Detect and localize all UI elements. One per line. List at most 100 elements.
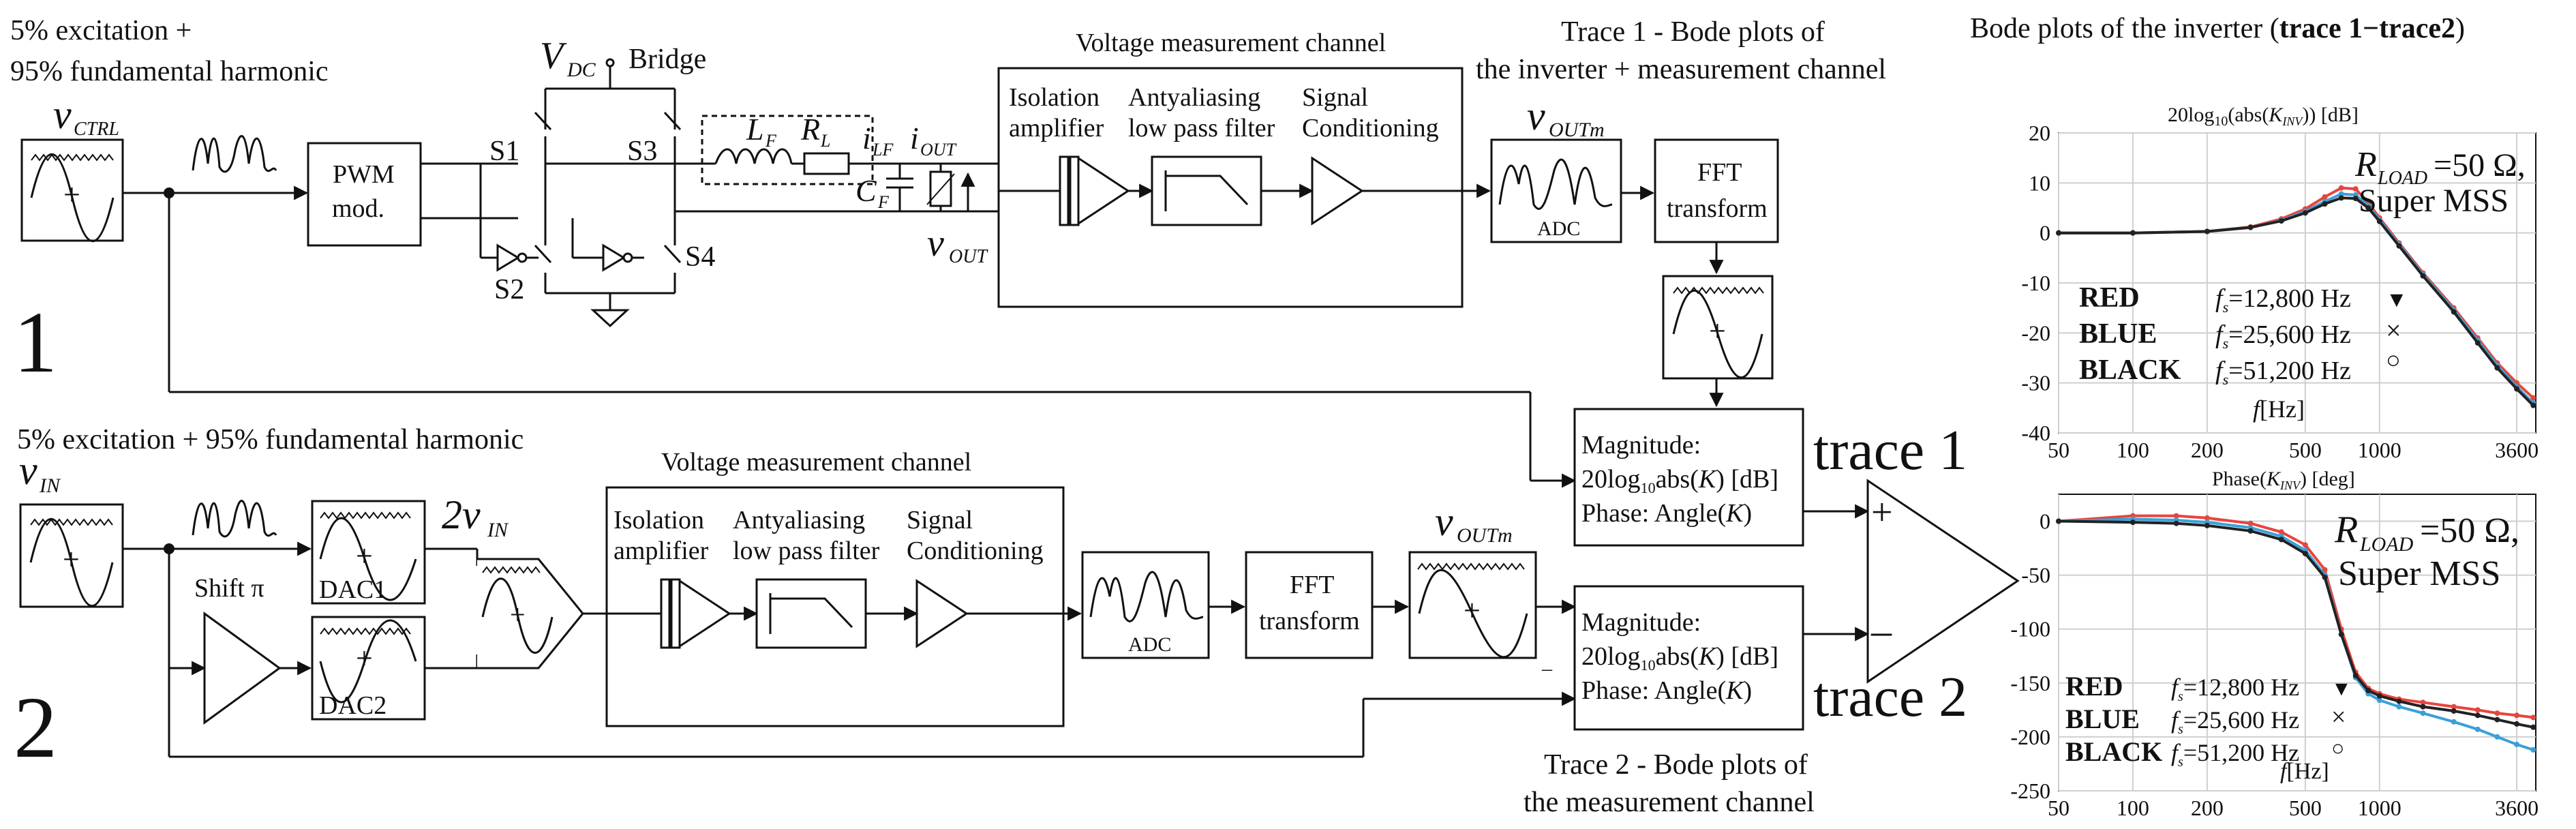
phase-legend-blue-label: BLUE xyxy=(2065,704,2140,734)
rl-label: R L xyxy=(800,112,830,151)
vdc-label: V DC xyxy=(540,35,596,81)
data-point-black xyxy=(2338,195,2344,201)
data-point-black xyxy=(2247,528,2254,534)
svg-text:FFT: FFT xyxy=(1290,571,1334,599)
svg-text:+: + xyxy=(510,599,526,630)
s1-label: S1 xyxy=(489,136,519,167)
svg-text:v: v xyxy=(1435,499,1453,544)
phase-legend-black-label: BLACK xyxy=(2065,736,2162,767)
svg-text:Magnitude:: Magnitude: xyxy=(1581,431,1701,459)
data-point-black xyxy=(2302,551,2308,556)
data-point-black xyxy=(2451,309,2457,315)
switch-s1 xyxy=(534,111,552,131)
svg-text:+: + xyxy=(1709,314,1726,348)
data-point-black xyxy=(2204,228,2210,235)
data-point-blue xyxy=(2474,726,2481,732)
svg-text:▼: ▼ xyxy=(2331,678,2352,700)
x-tick-label: 500 xyxy=(2289,796,2322,820)
legend-black-marker: ○ xyxy=(2386,346,2401,374)
data-point-red xyxy=(2247,520,2254,526)
data-point-black xyxy=(2376,218,2382,224)
phase-plot-frame xyxy=(2058,494,2536,792)
data-point-red xyxy=(2352,186,2359,192)
top-sc-label-1: Signal xyxy=(1302,83,1368,112)
svg-text:fs=25,600 Hz: fs=25,600 Hz xyxy=(2215,320,2351,352)
data-point-blue xyxy=(2396,704,2402,710)
svg-text:transform: transform xyxy=(1259,607,1360,635)
bottom-iso-label-2: amplifier xyxy=(613,537,709,565)
top-excitation-label: 5% excitation + xyxy=(10,15,192,46)
data-point-black xyxy=(2056,518,2061,524)
switch-s2 xyxy=(534,244,552,264)
data-point-red xyxy=(2420,699,2426,706)
svg-text:=50 Ω,: =50 Ω, xyxy=(2420,511,2519,550)
iout-label: i OUT xyxy=(910,121,957,160)
top-fft-block: FFT transform xyxy=(1654,138,1779,243)
svg-text:LOAD: LOAD xyxy=(2377,168,2427,189)
data-point-black xyxy=(2365,205,2372,211)
data-point-red xyxy=(2278,529,2284,535)
legend-red-marker: ▼ xyxy=(2386,287,2408,312)
y-tick-label: -10 xyxy=(2021,271,2050,295)
svg-text:i: i xyxy=(862,121,871,155)
bottom-aa-label-2: low pass filter xyxy=(733,537,880,565)
magnitude-chart-title: 20log10(abs(KINV)) [dB] xyxy=(2168,104,2359,129)
data-point-black xyxy=(2130,230,2136,236)
svg-text:ADC: ADC xyxy=(1128,633,1171,656)
phase-super-mss-label: Super MSS xyxy=(2338,554,2500,593)
data-point-black xyxy=(2278,218,2284,224)
svg-text:OUT: OUT xyxy=(949,246,988,267)
top-aa-label-2: low pass filter xyxy=(1128,114,1275,142)
shift-pi-amplifier xyxy=(203,612,282,725)
svg-text:F: F xyxy=(765,131,777,151)
data-point-black xyxy=(2247,224,2254,230)
signal-generator-2: + xyxy=(19,503,124,608)
data-point-black xyxy=(2474,712,2481,719)
svg-text:DC: DC xyxy=(566,59,596,81)
phase-legend: RED BLUE BLACK fs=12,800 Hz fs=25,600 Hz… xyxy=(2065,671,2352,784)
trace-2-label: trace 2 xyxy=(1813,665,1967,729)
two-vin-label: 2v IN xyxy=(442,492,509,541)
svg-text:v: v xyxy=(1527,93,1545,138)
svg-text:F: F xyxy=(877,192,890,212)
svg-text:fs=51,200 Hz: fs=51,200 Hz xyxy=(2171,739,2299,770)
bottom-lowpass-filter xyxy=(755,578,867,649)
series-line-black xyxy=(2059,196,2534,407)
data-point-black xyxy=(2322,574,2328,580)
top-channel-title: Voltage measurement channel xyxy=(1076,29,1386,57)
data-point-red xyxy=(2302,542,2308,548)
vin-label: v IN xyxy=(19,448,61,497)
bottom-fft-block: FFT transform xyxy=(1245,551,1374,659)
y-tick-label: -20 xyxy=(2021,320,2050,345)
bottom-spectrum-block: + xyxy=(1408,551,1537,659)
data-point-blue xyxy=(2530,747,2536,753)
magnitude-super-mss-label: Super MSS xyxy=(2359,183,2509,219)
svg-text:OUT: OUT xyxy=(920,140,957,160)
data-point-black xyxy=(2420,704,2426,710)
svg-text:+: + xyxy=(356,539,373,573)
data-point-black xyxy=(2376,693,2382,699)
phase-rload-label: R LOAD =50 Ω, xyxy=(2334,509,2519,556)
data-point-black xyxy=(2302,210,2308,216)
svg-text:f[Hz]: f[Hz] xyxy=(2280,759,2329,784)
dac2-block: + DAC2 xyxy=(311,616,426,721)
y-tick-label: -200 xyxy=(2010,725,2050,749)
phase-legend-red-label: RED xyxy=(2065,671,2123,702)
trace-number-1: 1 xyxy=(14,294,57,391)
svg-text:+: + xyxy=(1464,594,1481,627)
svg-text:LOAD: LOAD xyxy=(2359,533,2414,556)
switch-s4 xyxy=(663,244,682,264)
vout-label: v OUT xyxy=(927,222,988,267)
y-tick-label: 10 xyxy=(2029,170,2050,195)
bottom-iso-label-1: Isolation xyxy=(613,506,704,534)
svg-text:20log10abs(K) [dB]: 20log10abs(K) [dB] xyxy=(1581,642,1778,674)
data-point-red xyxy=(2173,513,2179,519)
data-point-red xyxy=(2338,185,2344,191)
data-point-black xyxy=(2204,522,2210,528)
bottom-aa-label-1: Antyaliasing xyxy=(733,506,865,534)
shift-pi-label: Shift π xyxy=(194,574,264,603)
data-point-black xyxy=(2396,243,2402,249)
top-iso-label-1: Isolation xyxy=(1009,83,1100,112)
bottom-isolation-amplifier xyxy=(660,578,731,649)
trace-1-label: trace 1 xyxy=(1813,419,1967,482)
